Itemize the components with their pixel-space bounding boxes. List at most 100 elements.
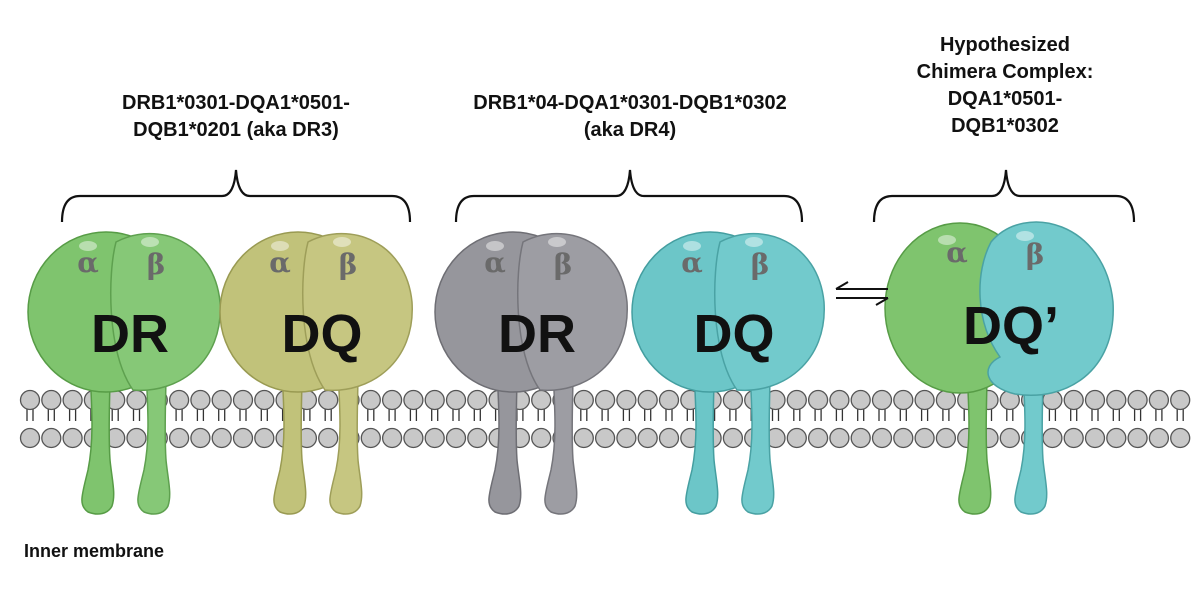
lipid-tails bbox=[68, 408, 77, 421]
lipid-tails bbox=[1155, 408, 1163, 421]
lipid-tails bbox=[665, 408, 673, 421]
lipid-head-outer bbox=[360, 389, 381, 411]
bracket-chimera bbox=[872, 169, 1136, 223]
lipid-head-outer bbox=[211, 389, 232, 411]
lipid-head-inner bbox=[786, 427, 807, 449]
highlight bbox=[79, 241, 97, 251]
alpha-chain-stalk bbox=[685, 369, 719, 515]
beta-label: β bbox=[1026, 238, 1045, 271]
alpha-label: α bbox=[946, 236, 968, 269]
beta-label: β bbox=[554, 248, 573, 281]
alpha-label: α bbox=[269, 246, 291, 279]
lipid-tails bbox=[452, 408, 460, 421]
lipid-head-inner bbox=[935, 427, 957, 449]
molecule-label: DR bbox=[498, 304, 576, 364]
lipid-tails bbox=[26, 408, 34, 421]
lipid-head-inner bbox=[445, 427, 467, 449]
beta-subunit bbox=[713, 232, 825, 392]
lipid-head-inner bbox=[999, 427, 1020, 449]
beta-chain-stalk bbox=[544, 369, 578, 515]
lipid-head-outer bbox=[19, 389, 41, 411]
highlight bbox=[271, 241, 289, 251]
lipid-tails bbox=[537, 408, 545, 421]
lipid-head-outer bbox=[935, 389, 957, 411]
molecule-label: DQ bbox=[694, 304, 775, 364]
lipid-head-outer bbox=[807, 389, 829, 411]
lipid-tails bbox=[644, 408, 652, 421]
group-title-dr3: DRB1*0301-DQA1*0501- DQB1*0201 (aka DR3) bbox=[66, 90, 406, 144]
title-line: DRB1*04-DQA1*0301-DQB1*0302 bbox=[473, 92, 787, 114]
beta-chain-stalk bbox=[1014, 369, 1048, 515]
lipid-head-outer bbox=[893, 389, 914, 411]
beta-subunit bbox=[109, 232, 221, 392]
lipid-head-outer bbox=[403, 389, 424, 411]
lipid-tails bbox=[175, 408, 183, 421]
highlight bbox=[548, 237, 566, 247]
mhc-molecule: α βDQ’ bbox=[884, 221, 1114, 515]
lipid-tails bbox=[473, 408, 481, 421]
lipid-tails bbox=[111, 408, 119, 421]
lipid-tails bbox=[1176, 408, 1184, 421]
lipid-head-inner bbox=[871, 427, 893, 449]
lipid-head-inner bbox=[658, 427, 680, 449]
lipid-head-inner bbox=[914, 427, 935, 449]
beta-label: β bbox=[751, 248, 770, 281]
bracket-dr4 bbox=[454, 169, 804, 223]
lipid-head-outer bbox=[594, 389, 616, 411]
beta-label: β bbox=[339, 248, 358, 281]
lipid-head-outer bbox=[424, 389, 445, 411]
lipid-head-inner bbox=[637, 427, 658, 449]
lipid-tails bbox=[409, 408, 418, 421]
lipid-head-inner bbox=[403, 427, 424, 449]
beta-chain-stalk bbox=[329, 369, 363, 515]
lipid-tails bbox=[367, 408, 375, 421]
lipid-head-outer bbox=[381, 389, 403, 411]
lipid-tails bbox=[580, 408, 588, 421]
lipid-head-inner bbox=[424, 427, 445, 449]
lipid-head-inner bbox=[467, 427, 488, 449]
lipid-head-outer bbox=[1170, 389, 1191, 411]
title-line: DQB1*0302 bbox=[951, 115, 1059, 137]
title-line: Hypothesized bbox=[939, 34, 1071, 56]
lipid-head-inner bbox=[318, 427, 339, 449]
group-brackets bbox=[60, 169, 1136, 223]
lipid-tails bbox=[1006, 408, 1014, 421]
lipid-tails bbox=[1048, 408, 1057, 421]
highlight bbox=[141, 237, 159, 247]
title-line: DQB1*0201 (aka DR3) bbox=[133, 119, 339, 141]
title-line: DQA1*0501- bbox=[947, 88, 1063, 110]
lipid-head-inner bbox=[807, 427, 829, 449]
lipid-head-outer bbox=[168, 389, 190, 411]
lipid-tails bbox=[1070, 408, 1078, 421]
molecule-label: DQ’ bbox=[963, 296, 1059, 356]
bracket-dr3 bbox=[60, 169, 412, 223]
beta-chain-stalk bbox=[741, 369, 775, 515]
membrane-caption: Inner membrane bbox=[24, 541, 165, 561]
lipid-head-outer bbox=[318, 389, 339, 411]
lipid-head-outer bbox=[254, 389, 275, 411]
highlight bbox=[745, 237, 763, 247]
lipid-head-outer bbox=[126, 389, 147, 411]
lipid-head-inner bbox=[62, 427, 83, 449]
highlight bbox=[1016, 231, 1034, 241]
lipid-tails bbox=[324, 408, 332, 421]
alpha-chain-stalk bbox=[488, 369, 522, 515]
lipid-head-inner bbox=[381, 427, 403, 449]
highlight bbox=[683, 241, 701, 251]
lipid-head-inner bbox=[190, 427, 211, 449]
beta-subunit bbox=[979, 221, 1114, 396]
lipid-tails bbox=[601, 408, 609, 421]
beta-subunit bbox=[301, 232, 413, 392]
lipid-tails bbox=[793, 408, 801, 421]
lipid-head-outer bbox=[1106, 389, 1127, 411]
lipid-head-inner bbox=[1084, 427, 1106, 449]
lipid-head-outer bbox=[62, 389, 83, 411]
lipid-tails bbox=[431, 408, 439, 421]
lipid-head-inner bbox=[1127, 427, 1148, 449]
lipid-bilayer bbox=[19, 389, 1191, 449]
highlight bbox=[486, 241, 504, 251]
